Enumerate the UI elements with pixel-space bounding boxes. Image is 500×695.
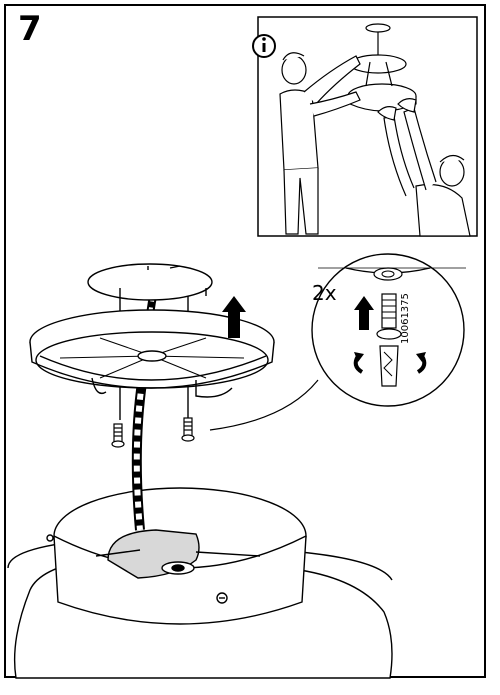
screw-right	[181, 417, 195, 442]
ceiling-plate	[87, 263, 213, 420]
lamp-base	[46, 487, 307, 625]
mounting-ring	[29, 309, 275, 398]
info-icon	[252, 34, 276, 58]
part-number: 10061375	[400, 293, 411, 344]
panel-person-left	[279, 52, 361, 235]
info-panel	[252, 16, 478, 237]
panel-person-right	[377, 98, 471, 237]
screw-left	[111, 423, 125, 448]
rotate-arrow-icon	[353, 352, 427, 374]
step-number: 7	[18, 9, 42, 49]
quantity-label: 2x	[312, 281, 337, 305]
up-arrow-icon	[222, 296, 246, 338]
up-arrow-icon	[354, 296, 374, 330]
detail-callout	[209, 253, 466, 431]
